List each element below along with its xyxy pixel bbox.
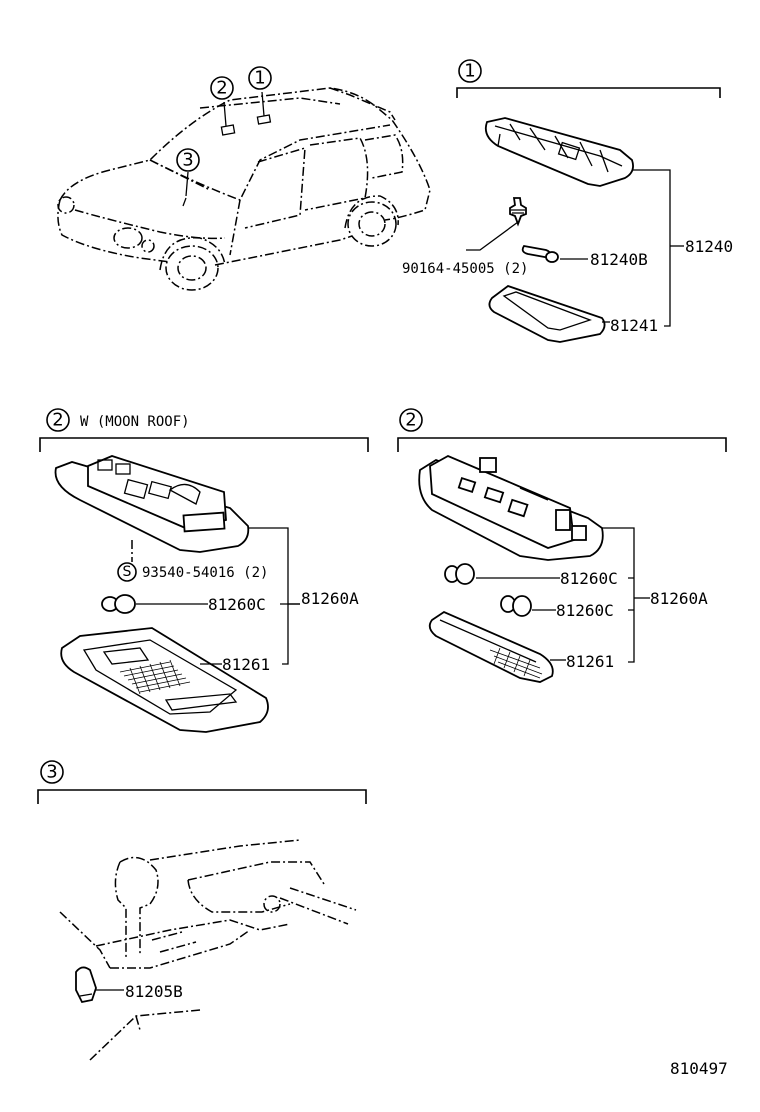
- part-81241-label: 81241: [610, 316, 658, 335]
- diagram-code: 810497: [670, 1059, 728, 1078]
- moon-roof-lamp-lens: [60, 627, 269, 733]
- section-3: 3 81205B: [37, 760, 367, 1061]
- bulb-glass-icon: [114, 594, 136, 614]
- section-3-marker: 3: [46, 762, 57, 783]
- part-81260C-label-2: 81260C: [556, 601, 614, 620]
- section-1-bracket: [456, 87, 721, 98]
- section-2b-marker: 2: [405, 410, 416, 431]
- callout-circle-3: [176, 148, 200, 172]
- part-81260A-label: 81260A: [301, 589, 359, 608]
- bulb-icon: [75, 966, 97, 1004]
- part-93540-label: 93540-54016 (2): [142, 565, 268, 581]
- section-1-marker: 1: [464, 61, 475, 82]
- screw-symbol-circle: [117, 562, 137, 582]
- section-2b-bracket: [397, 437, 727, 452]
- part-81261-label: 81261: [222, 655, 270, 674]
- bulb-tip-icon: [545, 251, 559, 263]
- section-1: 1 81240 81240B 81241 90164-45005 (2): [402, 59, 733, 343]
- part-90164-label: 90164-45005 (2): [402, 261, 528, 277]
- bulb-glass-icon: [455, 563, 475, 585]
- car-illustration: [57, 87, 431, 291]
- screw-icon: [509, 197, 527, 227]
- callout-circle-1: [248, 66, 272, 90]
- part-81260C-label-1: 81260C: [560, 569, 618, 588]
- section-1-marker-circle: [458, 59, 482, 83]
- section-2-standard: 2 81260C 81260C 81261 812: [397, 408, 727, 683]
- part-81205B-label: 81205B: [125, 982, 183, 1001]
- lens-hatch: [119, 659, 191, 695]
- section-2a-bracket: [39, 437, 369, 452]
- section-2b-marker-circle: [399, 408, 423, 432]
- part-81261-label-2: 81261: [566, 652, 614, 671]
- section-3-marker-circle: [40, 760, 64, 784]
- callout-2-label: 2: [216, 78, 227, 99]
- section-2a-marker: 2: [52, 410, 63, 431]
- section-3-bracket: [37, 789, 367, 804]
- part-81240-label: 81240: [685, 237, 733, 256]
- part-81240B-label: 81240B: [590, 250, 648, 269]
- part-81260C-label: 81260C: [208, 595, 266, 614]
- room-lamp-lens: [488, 284, 606, 343]
- lens-hatch-2: [489, 647, 543, 679]
- screw-symbol: S: [123, 564, 132, 580]
- part-81260A-label-2: 81260A: [650, 589, 708, 608]
- section-2-moon-roof: 2 W (MOON ROOF) S 93540-54016 (2) 81260C: [39, 408, 369, 733]
- section-2a-title: W (MOON ROOF): [80, 414, 190, 430]
- callout-circle-2: [210, 76, 234, 100]
- callout-1-label: 1: [254, 68, 265, 89]
- section-2a-marker-circle: [46, 408, 70, 432]
- bulb-glass-icon: [512, 595, 532, 617]
- callout-3-label: 3: [182, 150, 193, 171]
